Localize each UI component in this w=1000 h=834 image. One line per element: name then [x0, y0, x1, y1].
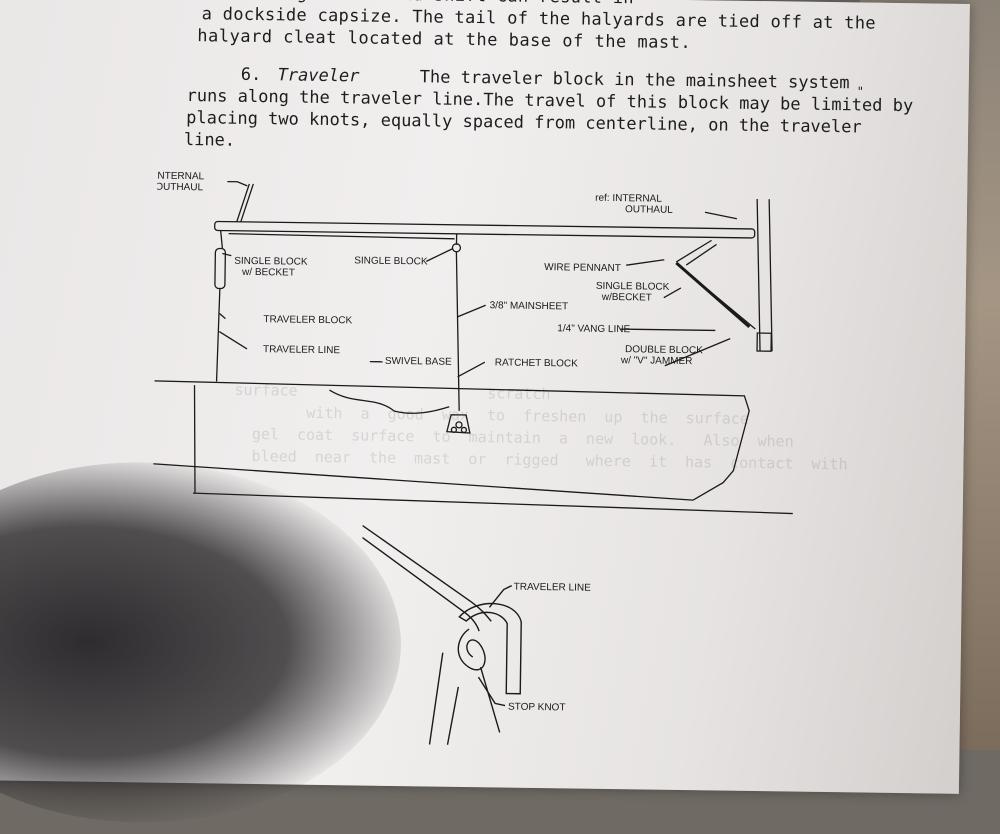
label-single-block: SINGLE BLOCK	[354, 255, 428, 267]
detail-eye-fitting	[458, 603, 521, 694]
svg-text:w/ BECKET: w/ BECKET	[241, 267, 295, 279]
center-single-block	[452, 244, 460, 252]
ref-internal-outhaul-left: ref: INTERNAL	[153, 170, 205, 182]
label-wire-pennant: WIRE PENNANT	[544, 262, 621, 274]
section-title: Traveler	[277, 65, 359, 86]
section-line-4: line.	[184, 129, 235, 152]
label-swivel-base: SWIVEL BASE	[385, 356, 452, 368]
traveler-tail	[329, 390, 449, 414]
label-mainsheet: 3/8" MAINSHEET	[490, 300, 569, 312]
detail-stop-knot	[458, 629, 485, 670]
label-ratchet-block: RATCHET BLOCK	[495, 357, 578, 369]
label-traveler-line: TRAVELER LINE	[263, 344, 341, 356]
margin-mark: "	[857, 80, 865, 102]
traveler-rigging-diagram: ref: INTERNAL OUTHAUL ref: INTERNAL OUTH…	[153, 163, 858, 533]
svg-text:w/ "V" JAMMER: w/ "V" JAMMER	[620, 355, 693, 367]
manual-page: surface scratch with a good wax to fresh…	[0, 0, 970, 794]
label-vang-line: 1/4" VANG LINE	[557, 323, 630, 335]
ref-internal-outhaul-right: ref: INTERNAL	[595, 193, 662, 205]
detail-label-stop-knot: STOP KNOT	[508, 702, 566, 714]
svg-text:w/BECKET: w/BECKET	[601, 292, 652, 304]
section-number: 6.	[241, 65, 262, 85]
svg-text:OUTHAUL: OUTHAUL	[155, 182, 203, 194]
mast	[755, 199, 762, 351]
detail-label-traveler-line: TRAVELER LINE	[514, 582, 592, 594]
label-traveler-block: TRAVELER BLOCK	[263, 314, 352, 326]
svg-text:OUTHAUL: OUTHAUL	[625, 204, 673, 216]
stop-knot-detail: TRAVELER LINE STOP KNOT	[359, 516, 682, 750]
